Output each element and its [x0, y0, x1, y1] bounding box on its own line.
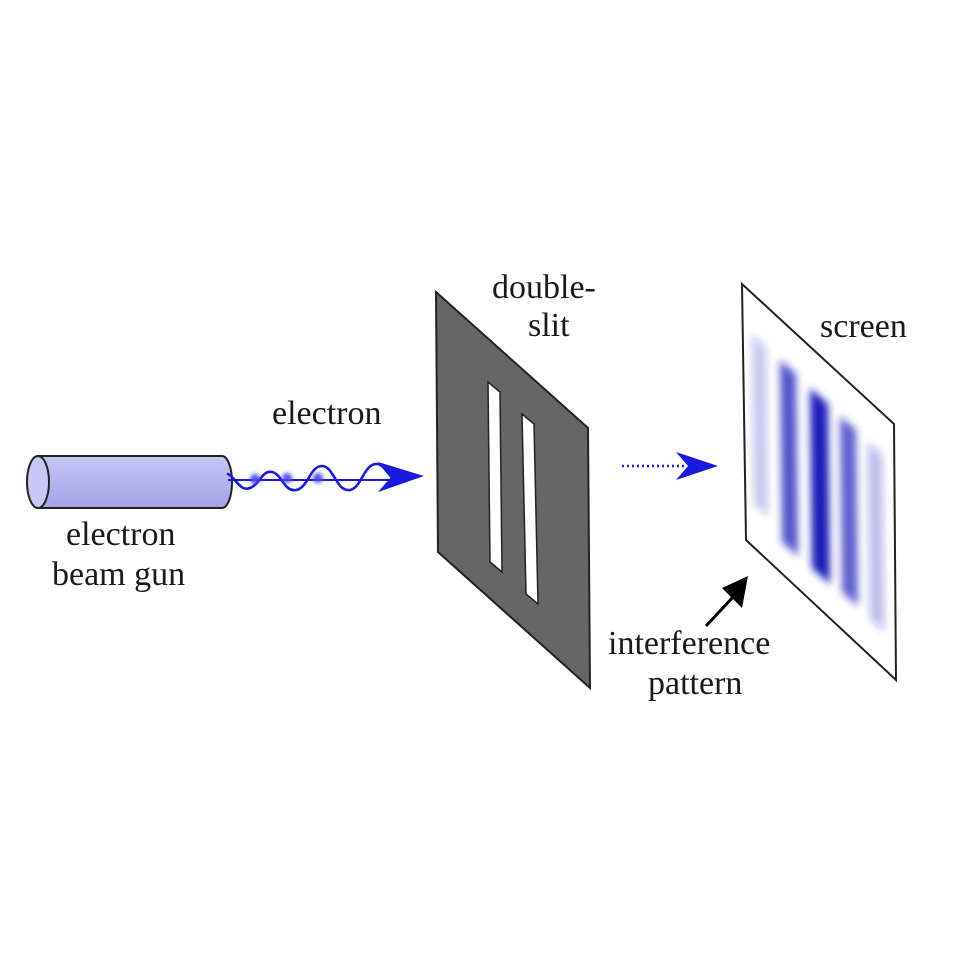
detection-screen [740, 281, 898, 683]
fringe-1 [752, 334, 768, 516]
gun-label-line2: beam gun [52, 556, 185, 593]
electron-wave [226, 462, 424, 492]
fringe-3 [810, 388, 830, 584]
electron-beam-gun [26, 455, 233, 509]
double-slit-plate [434, 289, 592, 691]
arrow-head [722, 576, 748, 608]
slit-2 [521, 412, 539, 606]
arrow-icon [704, 594, 736, 628]
slit-1 [487, 380, 503, 574]
cylinder-icon [26, 455, 50, 509]
electron-label: electron [272, 395, 382, 432]
gun-body [37, 455, 233, 509]
pattern-pointer [704, 576, 748, 628]
beam-arrowhead [378, 462, 424, 492]
slit-plate [434, 289, 592, 691]
electron-dot-3 [313, 473, 323, 483]
fringe-4 [840, 416, 858, 606]
slit-label-line2: slit [528, 307, 570, 344]
fringe-5 [868, 442, 884, 632]
screen-label: screen [820, 308, 907, 345]
interference-fringes [752, 334, 884, 632]
slit-label-line1: double- [492, 269, 596, 306]
propagating-beam [622, 452, 718, 480]
pattern-label-line1: interference [608, 625, 770, 662]
gun-label-line1: electron [66, 516, 176, 553]
fringe-2 [780, 360, 798, 556]
dotted-beam-arrowhead [676, 452, 718, 480]
electron-dot-1 [250, 474, 260, 484]
pattern-label-line2: pattern [648, 665, 742, 702]
wave-icon [226, 462, 400, 492]
electron-dot-2 [282, 473, 292, 483]
